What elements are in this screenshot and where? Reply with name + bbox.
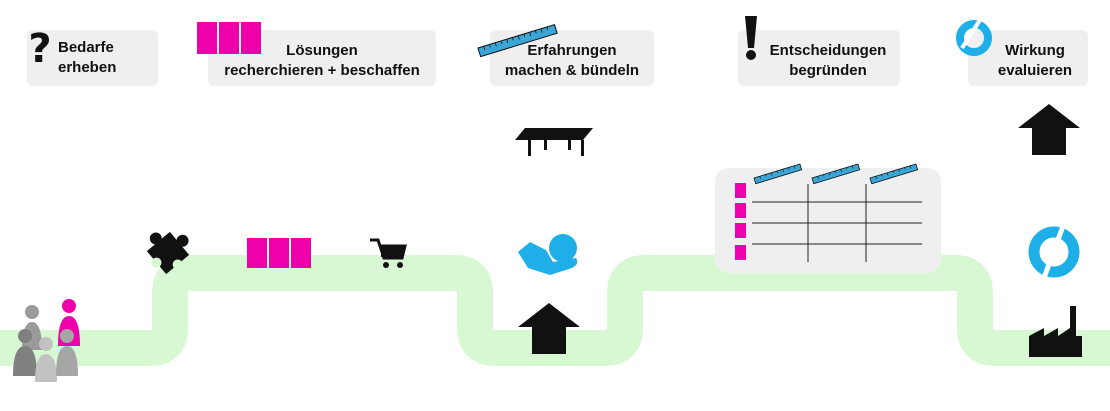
people-group-icon [13, 299, 80, 382]
step-label-solutions: Lösungen recherchieren + beschaffen [212, 41, 432, 81]
three-magenta-blocks-icon [197, 22, 261, 54]
decision-matrix [715, 163, 941, 273]
step-solutions-line1: Lösungen [286, 42, 358, 59]
table-icon [515, 128, 593, 156]
step-experience-line2: machen & bündeln [504, 62, 640, 79]
svg-text:?: ? [28, 26, 51, 72]
hand-with-ball-icon [518, 234, 578, 275]
ruler-icon [477, 23, 558, 58]
step-label-experience: Erfahrungen machen & bündeln [494, 41, 650, 81]
factory-icon [1029, 306, 1082, 357]
step-impact-line2: evaluieren [997, 62, 1073, 79]
question-mark-icon: ? [28, 26, 51, 72]
cycle-ring-icon [956, 18, 992, 56]
step-needs-line1: Bedarfe [58, 39, 114, 56]
step-box-decisions [738, 30, 900, 86]
step-label-impact: Wirkung evaluieren [990, 41, 1080, 81]
exclamation-mark-icon [745, 16, 757, 60]
step-solutions-line2: recherchieren + beschaffen [224, 62, 420, 79]
step-label-decisions: Entscheidungen begründen [758, 41, 898, 81]
shopping-cart-icon [370, 238, 407, 268]
step-label-needs: Bedarfe erheben [58, 38, 148, 78]
step-experience-line1: Erfahrungen [527, 42, 617, 59]
step-decisions-line1: Entscheidungen [769, 42, 887, 59]
up-arrow-icon-top [1018, 104, 1080, 155]
step-box-needs [27, 30, 158, 86]
up-arrow-icon [518, 303, 580, 354]
puzzle-piece-icon [146, 231, 190, 275]
cycle-ring-icon-large [1028, 225, 1080, 279]
step-impact-line1: Wirkung [1005, 42, 1065, 59]
solution-blocks-icon [247, 238, 311, 268]
step-needs-line2: erheben [58, 59, 117, 76]
step-decisions-line2: begründen [789, 62, 867, 79]
